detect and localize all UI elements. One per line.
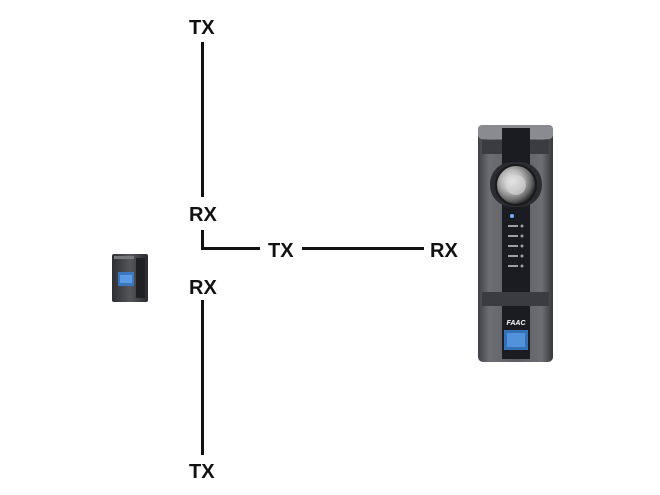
label-bottom-tx: TX <box>189 461 215 483</box>
junction-line <box>201 230 204 250</box>
beam-sensor-panel-icon: FAAC <box>478 125 553 362</box>
horizontal-line-left <box>203 247 260 250</box>
receiver-device-icon <box>112 254 148 302</box>
label-rx-upper: RX <box>189 204 217 226</box>
vertical-line-top <box>201 42 204 197</box>
horizontal-line-right <box>302 247 424 250</box>
label-rx-lower: RX <box>189 277 217 299</box>
faac-logo: FAAC <box>506 320 526 327</box>
label-horizontal-tx: TX <box>268 240 294 262</box>
label-horizontal-rx: RX <box>430 240 458 262</box>
vertical-line-bottom <box>201 300 204 455</box>
label-top-tx: TX <box>189 17 215 39</box>
